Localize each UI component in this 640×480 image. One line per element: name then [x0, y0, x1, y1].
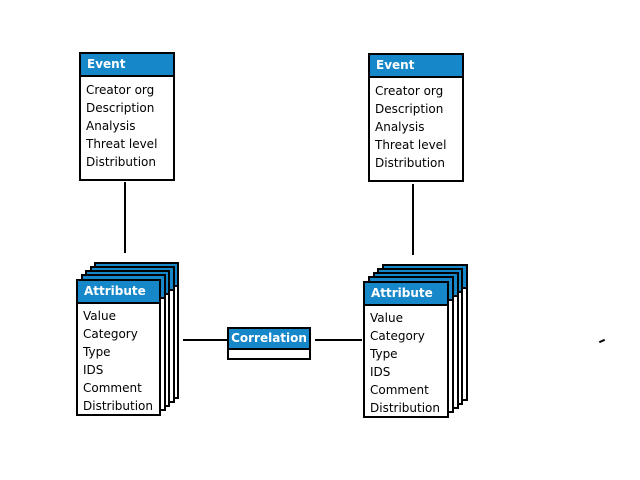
stray-mark — [598, 338, 606, 344]
event-left-fields: Creator org Description Analysis Threat … — [81, 77, 173, 171]
event-node-left: Event Creator org Description Analysis T… — [79, 52, 175, 181]
event-right-header: Event — [370, 55, 462, 78]
attribute-right-title: Attribute — [371, 286, 433, 300]
attribute-left-header: Attribute — [78, 281, 159, 304]
connector-correlation-attribute-right — [315, 339, 362, 341]
attribute-right-field-distribution: Distribution — [370, 401, 441, 415]
connector-event-attribute-right — [412, 184, 414, 255]
connector-event-attribute-left — [124, 182, 126, 253]
event-right-field-creator-org: Creator org — [375, 84, 444, 98]
correlation-node: Correlation — [227, 327, 311, 360]
attribute-left-field-category: Category — [83, 327, 138, 341]
event-left-title: Event — [87, 57, 126, 71]
attribute-right-header: Attribute — [365, 283, 447, 306]
event-right-field-analysis: Analysis — [375, 120, 425, 134]
attribute-left-fields: Value Category Type IDS Comment Distribu… — [78, 304, 159, 415]
attribute-node-right: Attribute Value Category Type IDS Commen… — [363, 281, 449, 418]
event-right-field-threat-level: Threat level — [375, 138, 447, 152]
attribute-right-field-category: Category — [370, 329, 425, 343]
correlation-label: Correlation — [231, 331, 307, 345]
attribute-right-field-type: Type — [370, 347, 398, 361]
attribute-left-field-comment: Comment — [83, 381, 142, 395]
attribute-left-field-type: Type — [83, 345, 111, 359]
attribute-left-field-value: Value — [83, 309, 116, 323]
attribute-right-field-ids: IDS — [370, 365, 391, 379]
event-node-right: Event Creator org Description Analysis T… — [368, 53, 464, 182]
attribute-right-field-value: Value — [370, 311, 403, 325]
event-left-field-description: Description — [86, 101, 155, 115]
attribute-right-fields: Value Category Type IDS Comment Distribu… — [365, 306, 447, 417]
attribute-left-field-distribution: Distribution — [83, 399, 154, 413]
event-right-title: Event — [376, 58, 415, 72]
attribute-left-field-ids: IDS — [83, 363, 104, 377]
event-right-fields: Creator org Description Analysis Threat … — [370, 78, 462, 172]
event-left-field-creator-org: Creator org — [86, 83, 155, 97]
event-right-field-description: Description — [375, 102, 444, 116]
correlation-header: Correlation — [229, 329, 309, 350]
connector-attribute-correlation-left — [183, 339, 227, 341]
event-left-field-distribution: Distribution — [86, 155, 157, 169]
event-left-header: Event — [81, 54, 173, 77]
event-right-field-distribution: Distribution — [375, 156, 446, 170]
event-left-field-threat-level: Threat level — [86, 137, 158, 151]
event-left-field-analysis: Analysis — [86, 119, 136, 133]
attribute-left-title: Attribute — [84, 284, 146, 298]
attribute-right-field-comment: Comment — [370, 383, 429, 397]
attribute-node-left: Attribute Value Category Type IDS Commen… — [76, 279, 161, 416]
